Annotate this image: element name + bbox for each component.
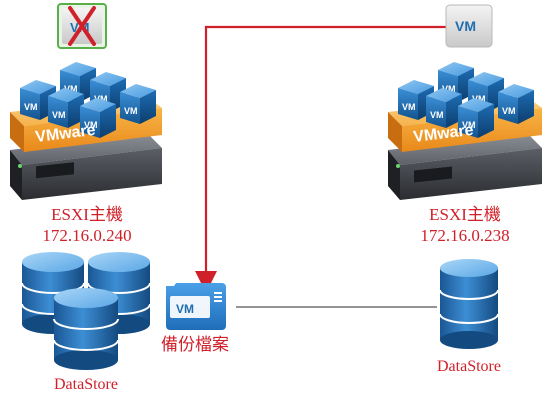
right-server-chassis: [388, 134, 542, 200]
svg-text:VM: VM: [455, 18, 476, 34]
backup-vm-label: VM: [176, 302, 194, 316]
backup-file-icon: VM: [166, 283, 226, 330]
svg-text:VM: VM: [402, 102, 416, 112]
left-datastore-label: DataStore: [54, 376, 118, 393]
svg-text:VM: VM: [462, 120, 476, 130]
right-esxi-host: VM VM VM VM VM VM VMware: [388, 62, 542, 200]
left-datastore-icon: [21, 252, 151, 370]
right-vm-cluster: VM VM VM VM VM VM: [398, 62, 534, 138]
database-icon: [53, 288, 119, 370]
svg-text:VM: VM: [430, 110, 444, 120]
svg-text:VM: VM: [64, 84, 78, 94]
backup-file-label: 備份檔案: [161, 335, 229, 354]
svg-text:VM: VM: [84, 120, 98, 130]
left-host-title: ESXI主機: [51, 205, 123, 224]
svg-text:VM: VM: [502, 106, 516, 116]
migrating-vm-icon: VM: [445, 4, 493, 48]
svg-text:VM: VM: [472, 94, 486, 104]
right-datastore-icon: [439, 259, 499, 349]
right-datastore-label: DataStore: [437, 358, 501, 375]
svg-text:VM: VM: [94, 94, 108, 104]
svg-text:VM: VM: [52, 110, 66, 120]
left-server-chassis: [10, 134, 162, 200]
right-host-title: ESXI主機: [429, 205, 501, 224]
svg-text:VM: VM: [124, 106, 138, 116]
x-mark-icon: [68, 6, 96, 46]
left-host-ip: 172.16.0.240: [42, 226, 132, 245]
svg-text:VM: VM: [442, 84, 456, 94]
migration-arrow: [195, 25, 446, 293]
right-host-ip: 172.16.0.238: [420, 226, 510, 245]
left-esxi-host: VM VM VM VM VM VM VMware: [10, 62, 162, 200]
svg-text:VM: VM: [24, 102, 38, 112]
left-vm-cluster: VM VM VM VM VM VM: [20, 62, 156, 138]
